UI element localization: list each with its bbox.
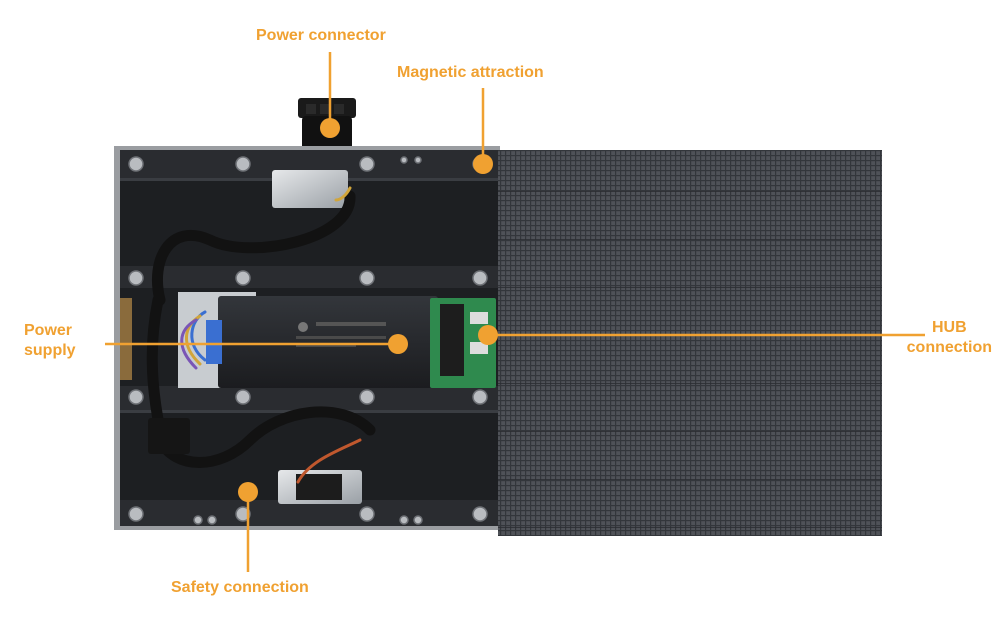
side-handle	[120, 298, 132, 380]
led-module-seams	[498, 150, 882, 536]
callout-magnetic-attraction: Magnetic attraction	[397, 64, 544, 81]
callout-markers	[238, 118, 498, 502]
magnet-icon	[473, 154, 493, 174]
callout-hub-connection: HUB connection	[907, 318, 992, 358]
marker-hub-connection	[478, 325, 498, 345]
callout-power-supply-line2: supply	[24, 342, 76, 359]
mounting-bolts	[128, 156, 488, 525]
callout-power-supply-line1: Power	[24, 322, 73, 339]
cable-sleeves	[146, 186, 376, 484]
callout-power-supply: Power supply	[24, 321, 76, 361]
callout-lines	[105, 52, 925, 572]
cable-clamp-top	[272, 170, 348, 208]
marker-power-supply	[388, 334, 408, 354]
callout-hub-line2: connection	[906, 339, 992, 356]
callout-hub-line1: HUB	[931, 319, 967, 336]
hub-board-icon	[430, 298, 496, 388]
marker-power-connector	[320, 118, 340, 138]
safety-clip-icon	[278, 470, 362, 504]
callout-safety-connection: Safety connection	[171, 579, 309, 596]
cabinet-rails	[120, 150, 498, 526]
marker-safety-connection	[238, 482, 258, 502]
callout-power-connector: Power connector	[256, 27, 386, 44]
connector-block	[148, 418, 190, 454]
